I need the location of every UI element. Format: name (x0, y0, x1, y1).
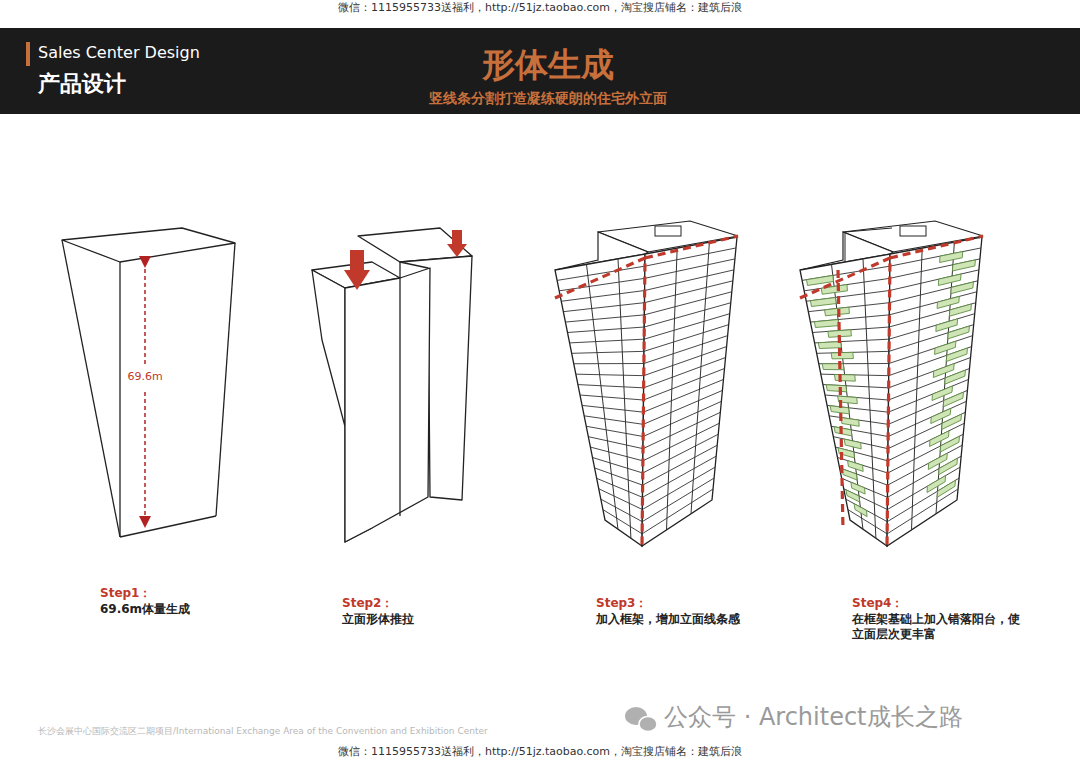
step-number: Step4： (852, 596, 903, 611)
step-number: Step2： (342, 596, 393, 611)
account-watermark: 公众号 · Architect成长之路 (664, 702, 963, 732)
step-text: 在框架基础上加入错落阳台，使立面层次更丰富 (852, 612, 1022, 642)
project-footer: 长沙会展中心国际交流区二期项目/International Exchange A… (38, 726, 488, 737)
slide-title: 形体生成 (482, 44, 614, 85)
step-number: Step1： (100, 586, 151, 601)
subtitle: 竖线条分割打造凝练硬朗的住宅外立面 (429, 90, 667, 108)
step-text: 加入框架，增加立面线条感 (596, 612, 740, 627)
section-cn: 产品设计 (38, 70, 126, 98)
section-en: Sales Center Design (38, 43, 200, 63)
step-number: Step3： (596, 596, 647, 611)
watermark: 微信：1115955733送福利，http://51jz.taobao.com，… (338, 745, 742, 759)
watermark: 微信：1115955733送福利，http://51jz.taobao.com，… (338, 1, 742, 15)
step-text: 立面形体推拉 (342, 612, 414, 627)
header-accent (26, 42, 30, 66)
step-text: 69.6m体量生成 (100, 602, 190, 617)
dimension: 69.6m (126, 370, 163, 384)
